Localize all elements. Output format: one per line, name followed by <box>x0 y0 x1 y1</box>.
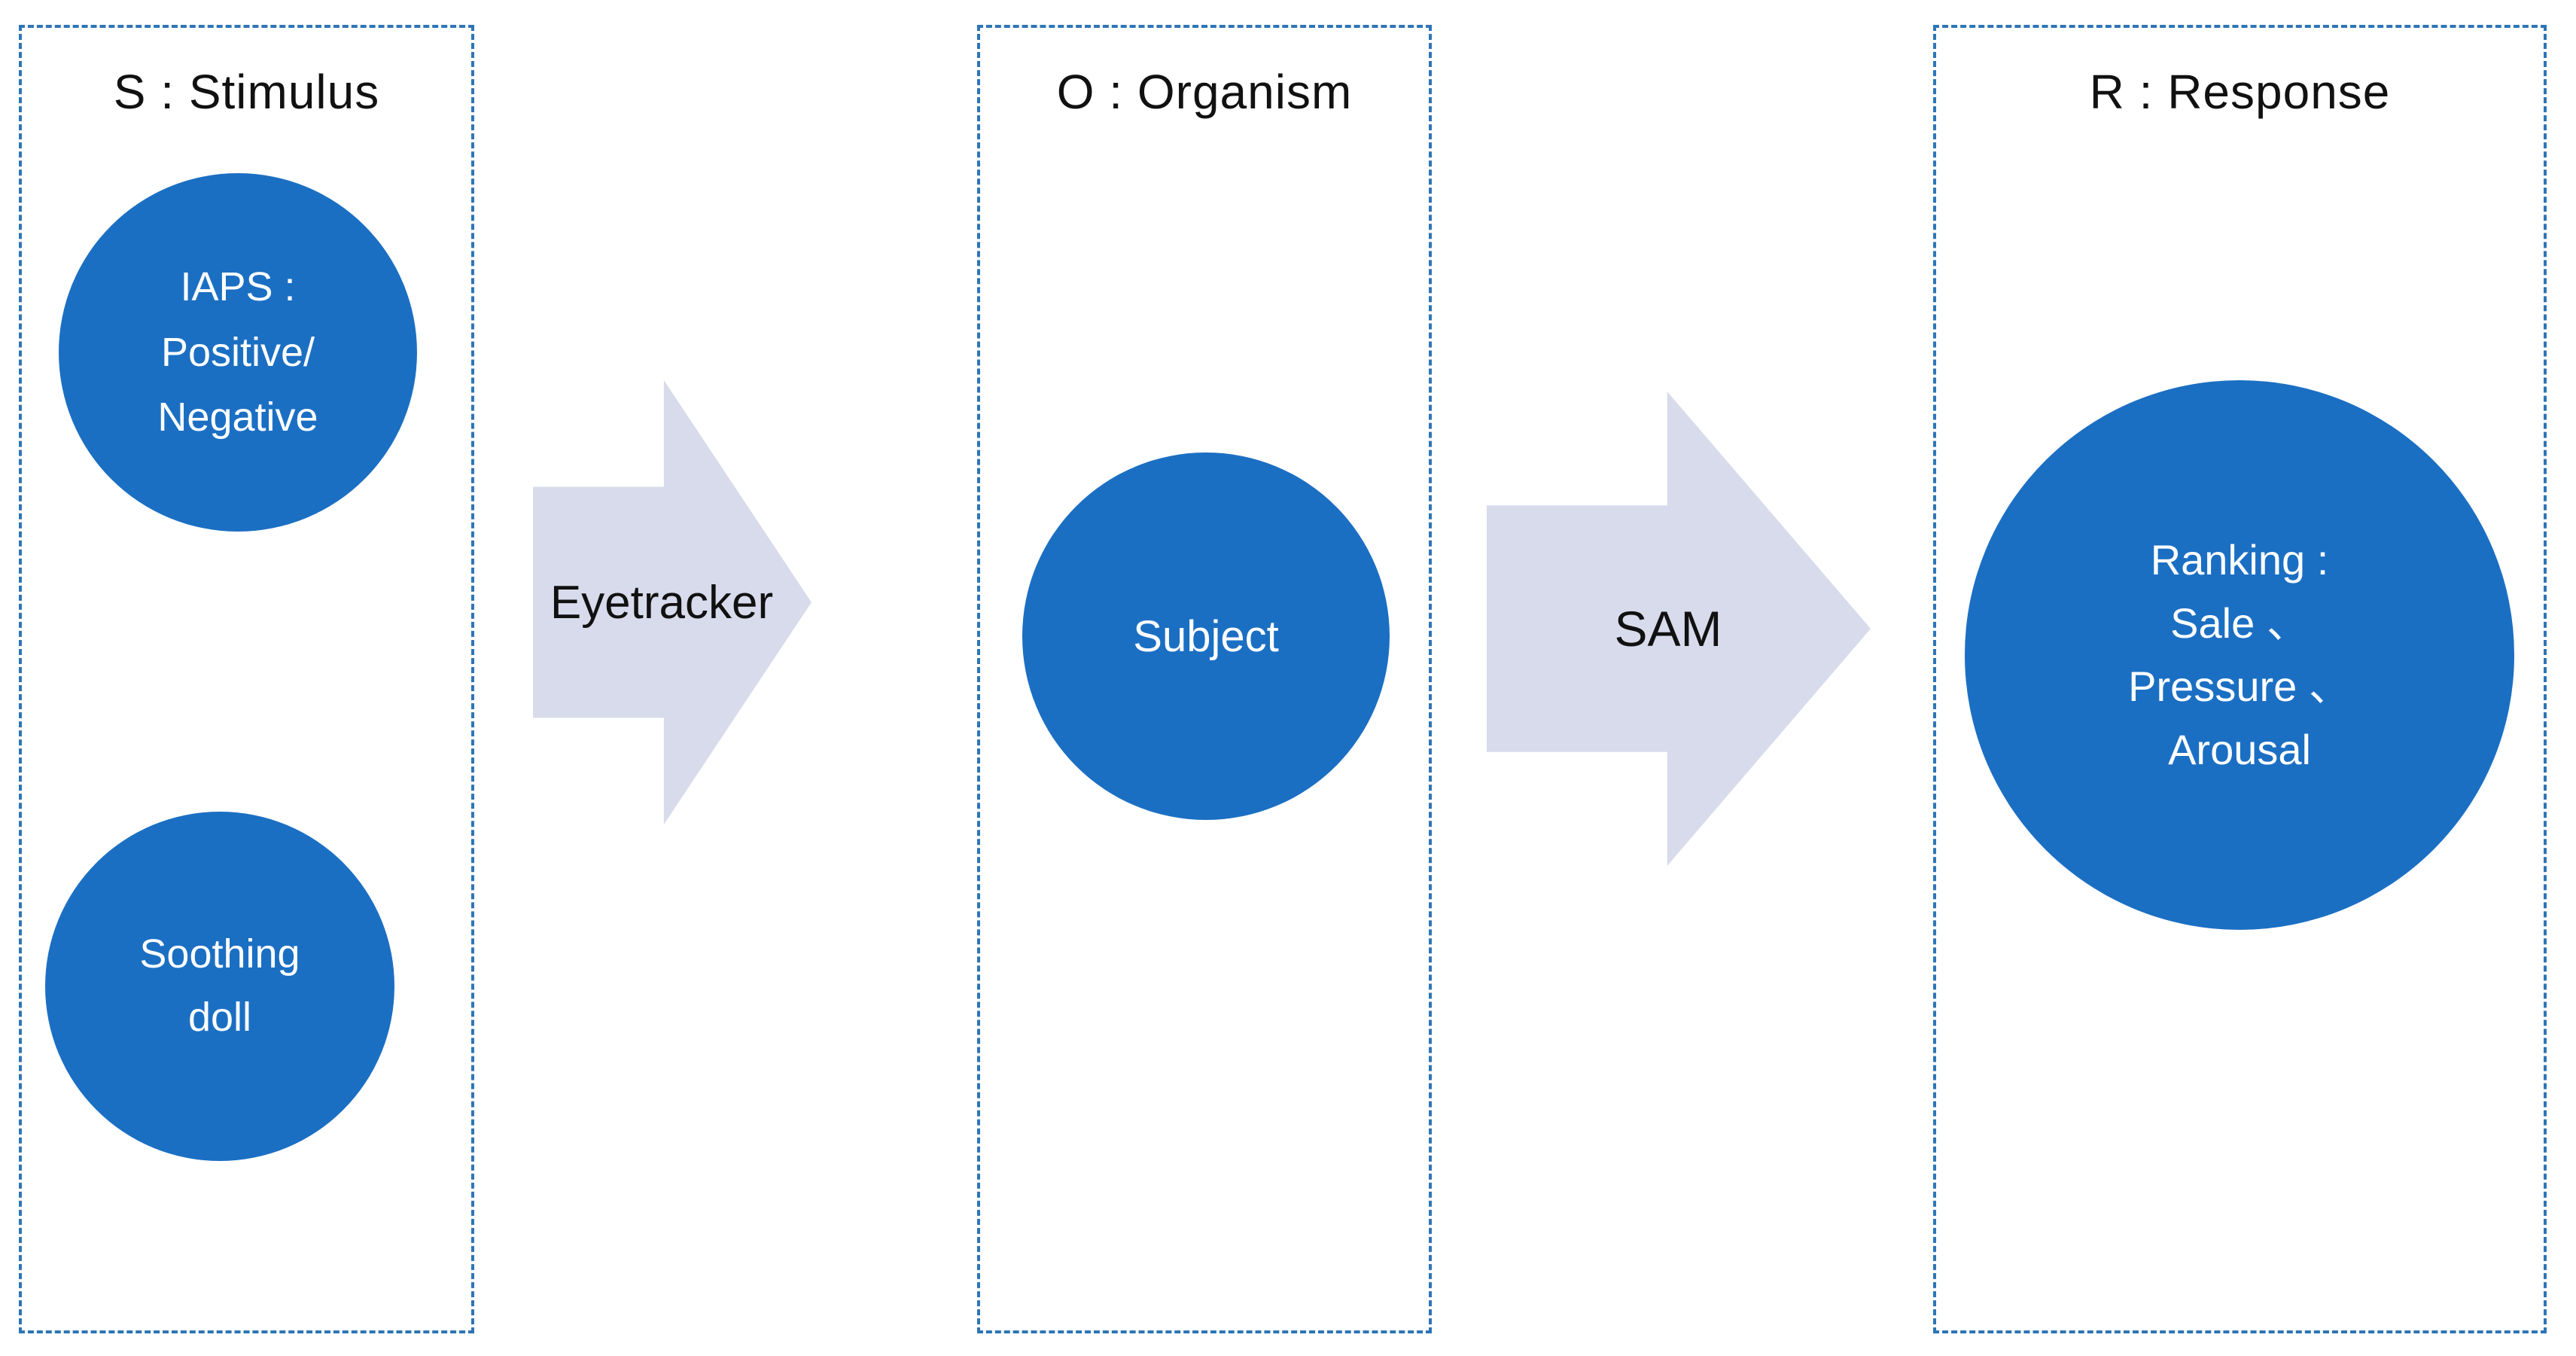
iaps-label-line: Negative <box>157 395 318 440</box>
soothing-doll-label-line: Soothing <box>139 931 300 977</box>
sam-arrow-label: SAM <box>1614 601 1722 657</box>
stimulus-title: S : Stimulus <box>113 65 380 119</box>
ranking-label-line: Ranking : <box>2150 536 2329 584</box>
soothing-doll-label-line: doll <box>187 995 252 1040</box>
response-box <box>1933 25 2547 1333</box>
ranking-label-line: Arousal <box>2168 726 2311 773</box>
sam-arrow: SAM <box>1487 392 1871 866</box>
iaps-node-circle: IAPS : Positive/ Negative <box>59 173 417 532</box>
soothing-doll-node-circle: Soothing doll <box>45 812 394 1161</box>
organism-title: O : Organism <box>1056 65 1353 119</box>
organism-box <box>977 25 1432 1333</box>
iaps-label-line: Positive/ <box>160 329 315 375</box>
subject-node-circle: Subject <box>1022 453 1390 820</box>
ranking-label-line: Sale 、 <box>2170 599 2309 647</box>
stimulus-box <box>19 25 474 1333</box>
eyetracker-arrow: Eyetracker <box>533 380 811 824</box>
iaps-label-line: IAPS : <box>180 264 296 310</box>
subject-label-line: Subject <box>1133 611 1279 661</box>
response-title: R : Response <box>2089 65 2391 119</box>
ranking-node-circle: Ranking : Sale 、 Pressure 、 Arousal <box>1965 380 2514 930</box>
ranking-label-line: Pressure 、 <box>2128 663 2351 710</box>
eyetracker-arrow-label: Eyetracker <box>550 576 774 629</box>
